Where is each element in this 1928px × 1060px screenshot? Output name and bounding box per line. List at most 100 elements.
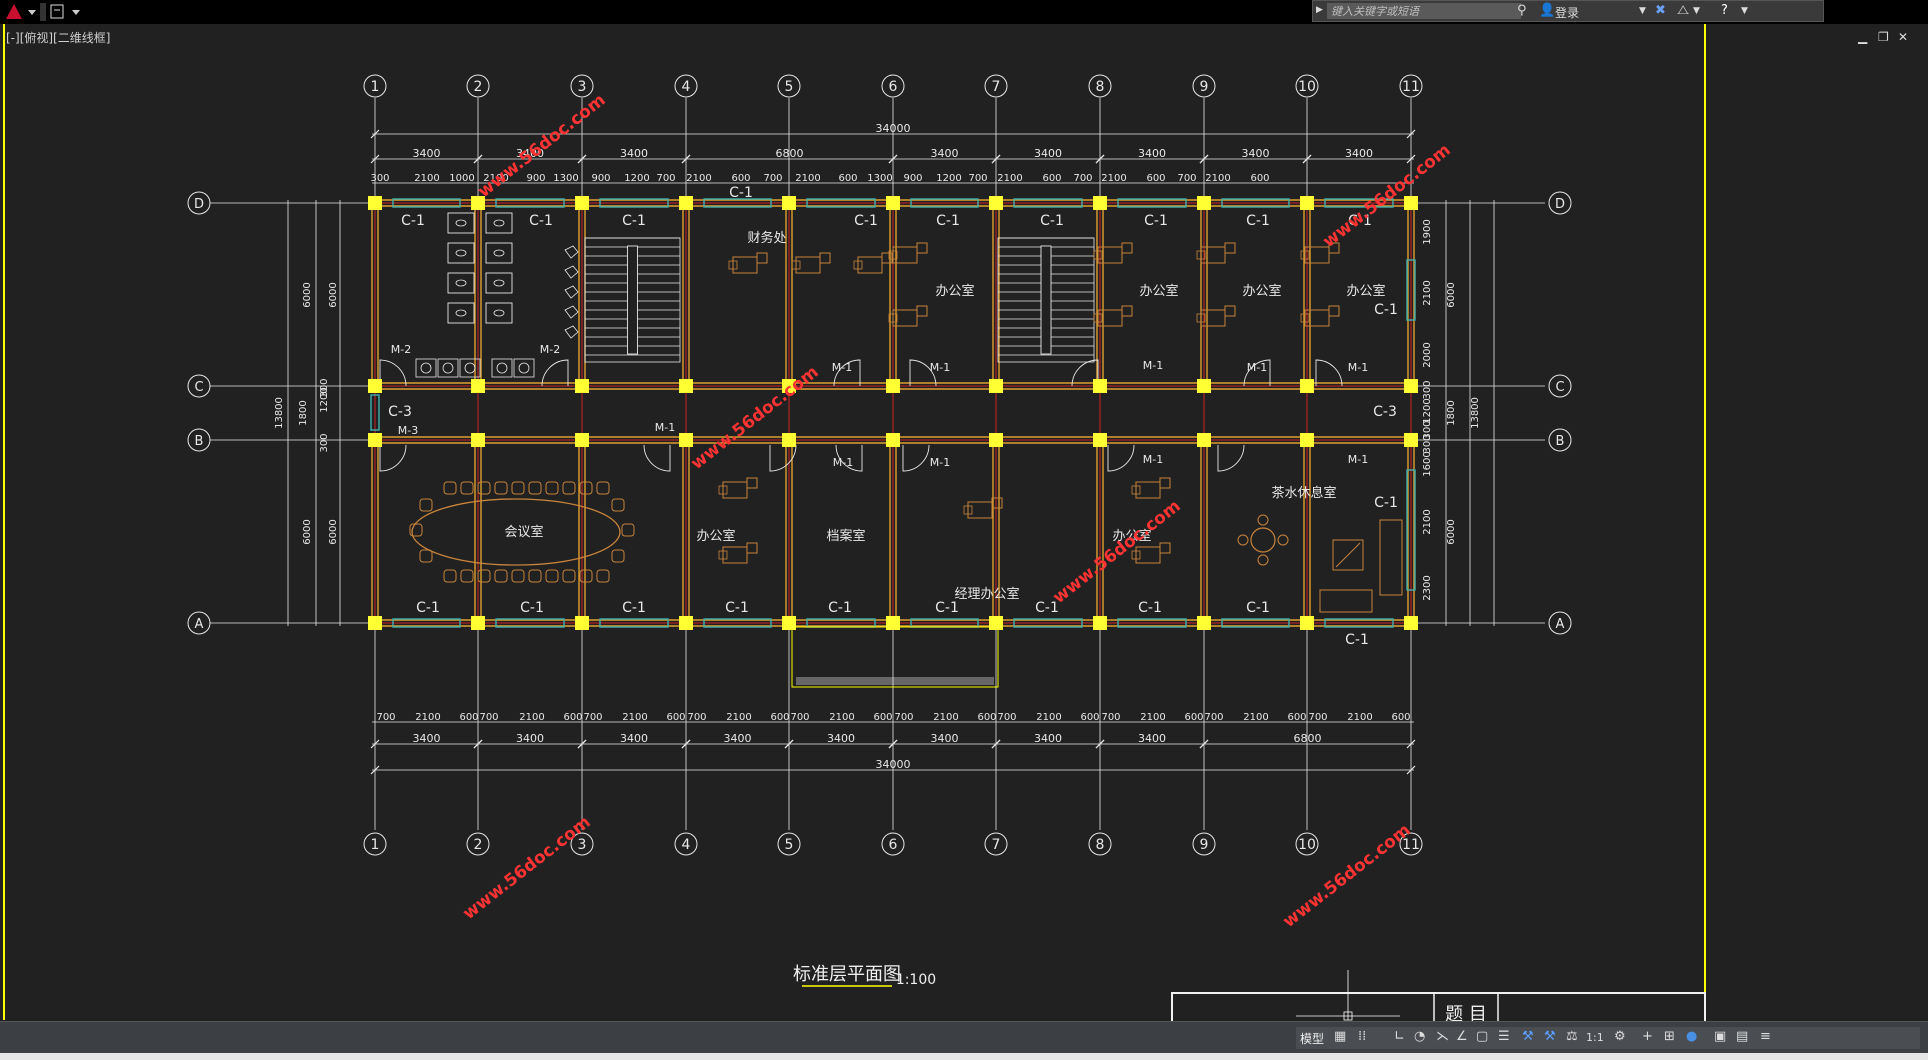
toilet-stall [447, 212, 475, 234]
computer [718, 550, 728, 560]
dim-top-detail: 300 [370, 173, 389, 184]
toilet [455, 249, 467, 257]
chevron-down-icon[interactable]: ▼ [1693, 6, 1700, 16]
search-input[interactable] [1327, 3, 1521, 19]
dim-tick [991, 154, 1001, 164]
sink [415, 358, 437, 378]
dim-bottom-detail: 600 [563, 712, 582, 723]
urinal [564, 305, 579, 319]
help-dropdown-icon[interactable]: ▼ [1741, 6, 1748, 16]
quick-access-toolbar[interactable] [48, 1, 86, 23]
dim-right-value: 2100 [1422, 280, 1433, 305]
dim-bottom-bay: 3400 [413, 732, 441, 745]
axis-bubble [1399, 832, 1423, 856]
help-icon[interactable]: ? [1721, 3, 1728, 18]
dim-bottom-bay: 3400 [827, 732, 855, 745]
door-tag-m1: M-1 [1143, 453, 1163, 466]
cursor-crosshair [1296, 970, 1400, 1021]
axis-bubble [1192, 74, 1216, 98]
column [1300, 196, 1314, 210]
computer [791, 260, 801, 270]
annotation-scale-icon[interactable]: ⚖ [1566, 1029, 1578, 1044]
column [1404, 433, 1418, 447]
dim-top-detail: 900 [526, 173, 545, 184]
snap-icon[interactable]: ⁞⁞ [1358, 1029, 1367, 1044]
dim-top-bay: 3400 [931, 147, 959, 160]
title-block [1171, 992, 1706, 1021]
axis-letter: A [1556, 617, 1565, 632]
window-tag-c1: C-1 [1035, 600, 1059, 616]
chair [579, 481, 593, 495]
isodraft-icon[interactable]: ∠ [1456, 1029, 1468, 1044]
grid-icon[interactable]: ▦ [1334, 1029, 1347, 1044]
minimize-icon[interactable]: ▁ [1858, 30, 1868, 44]
column [368, 616, 382, 630]
a360-icon[interactable]: ⧍ [1677, 3, 1690, 18]
dim-tick [784, 739, 794, 749]
chair [1159, 542, 1171, 554]
osnap-icon[interactable]: ⋋ [1436, 1029, 1449, 1044]
dim-top-bay: 3400 [516, 147, 544, 160]
axis-number: 10 [1298, 79, 1316, 95]
auto-scale-icon[interactable]: ⚒ [1544, 1029, 1556, 1044]
workspace-gear-icon[interactable]: ⚙ [1614, 1029, 1626, 1044]
stool [1277, 534, 1289, 546]
window [806, 198, 876, 208]
door-swing [379, 359, 407, 387]
login-dropdown-icon[interactable]: ▼ [1639, 6, 1646, 16]
lineweight-icon[interactable]: ☰ [1498, 1029, 1510, 1044]
computer [1131, 485, 1141, 495]
axis-number: 5 [785, 79, 794, 95]
user-icon[interactable]: 👤 [1539, 3, 1556, 18]
dim-bottom-detail: 2100 [1347, 712, 1372, 723]
window-tag-c1: C-1 [520, 600, 544, 616]
window-tag-c1: C-1 [1345, 632, 1369, 648]
window [1324, 198, 1394, 208]
polar-icon[interactable]: ◔ [1414, 1029, 1426, 1044]
model-tab[interactable]: 模型 [1300, 1032, 1325, 1046]
axis-number: 7 [992, 79, 1001, 95]
annotation-scale-value[interactable]: 1:1 [1586, 1031, 1604, 1044]
axis-bubble [363, 832, 387, 856]
column [471, 379, 485, 393]
hardware-acceleration-icon[interactable]: ▣ [1714, 1029, 1727, 1044]
sofa [1379, 519, 1403, 596]
dim-bottom-detail: 600 [770, 712, 789, 723]
chair [1328, 242, 1340, 254]
app-menu-button[interactable] [2, 1, 46, 23]
clean-screen-icon[interactable]: ▤ [1736, 1029, 1749, 1044]
window-tag-c1: C-1 [1246, 213, 1270, 229]
close-icon[interactable]: ✕ [1898, 30, 1909, 44]
plus-icon[interactable]: + [1642, 1029, 1653, 1044]
expand-icon[interactable]: ▶ [1316, 5, 1323, 15]
binoculars-icon[interactable]: ⚲ [1517, 3, 1527, 18]
urinal [564, 265, 579, 279]
room-label: 财务处 [747, 230, 786, 246]
dim-left-value: 6000 [302, 282, 313, 307]
dim-right-value: 1800 [1446, 400, 1457, 425]
exchange-icon[interactable]: ✖ [1655, 3, 1666, 18]
login-link[interactable]: 登录 [1555, 6, 1580, 20]
door-swing [1315, 359, 1343, 387]
dim-top-detail: 700 [1177, 173, 1196, 184]
round-table [1250, 527, 1276, 553]
restore-icon[interactable]: ❐ [1878, 30, 1889, 44]
desk [1135, 546, 1161, 564]
status-tools: 模型 ▦ ⁞⁞ ∟ ◔ ⋋ ∠ ▢ ☰ ⚒ ⚒ ⚖ 1:1 ⚙ + ⊞ ● ▣ … [1296, 1027, 1920, 1049]
units-icon[interactable]: ⊞ [1664, 1029, 1675, 1044]
ortho-icon[interactable]: ∟ [1394, 1029, 1405, 1044]
isolate-objects-icon[interactable]: ● [1686, 1029, 1698, 1044]
customize-icon[interactable]: ≡ [1760, 1029, 1771, 1044]
dim-bottom-detail: 600 [977, 712, 996, 723]
dim-right-value: 300 [1422, 380, 1433, 399]
selection-icon[interactable]: ▢ [1476, 1029, 1489, 1044]
dim-left-value: 6000 [328, 519, 339, 544]
dim-top-detail: 900 [903, 173, 922, 184]
dim-top-bay: 3400 [1345, 147, 1373, 160]
annotation-visibility-icon[interactable]: ⚒ [1522, 1029, 1534, 1044]
axis-bubble [570, 832, 594, 856]
dim-bottom-bay: 3400 [931, 732, 959, 745]
viewport-controls[interactable]: [-][俯视][二维线框] [6, 31, 111, 45]
column [471, 433, 485, 447]
